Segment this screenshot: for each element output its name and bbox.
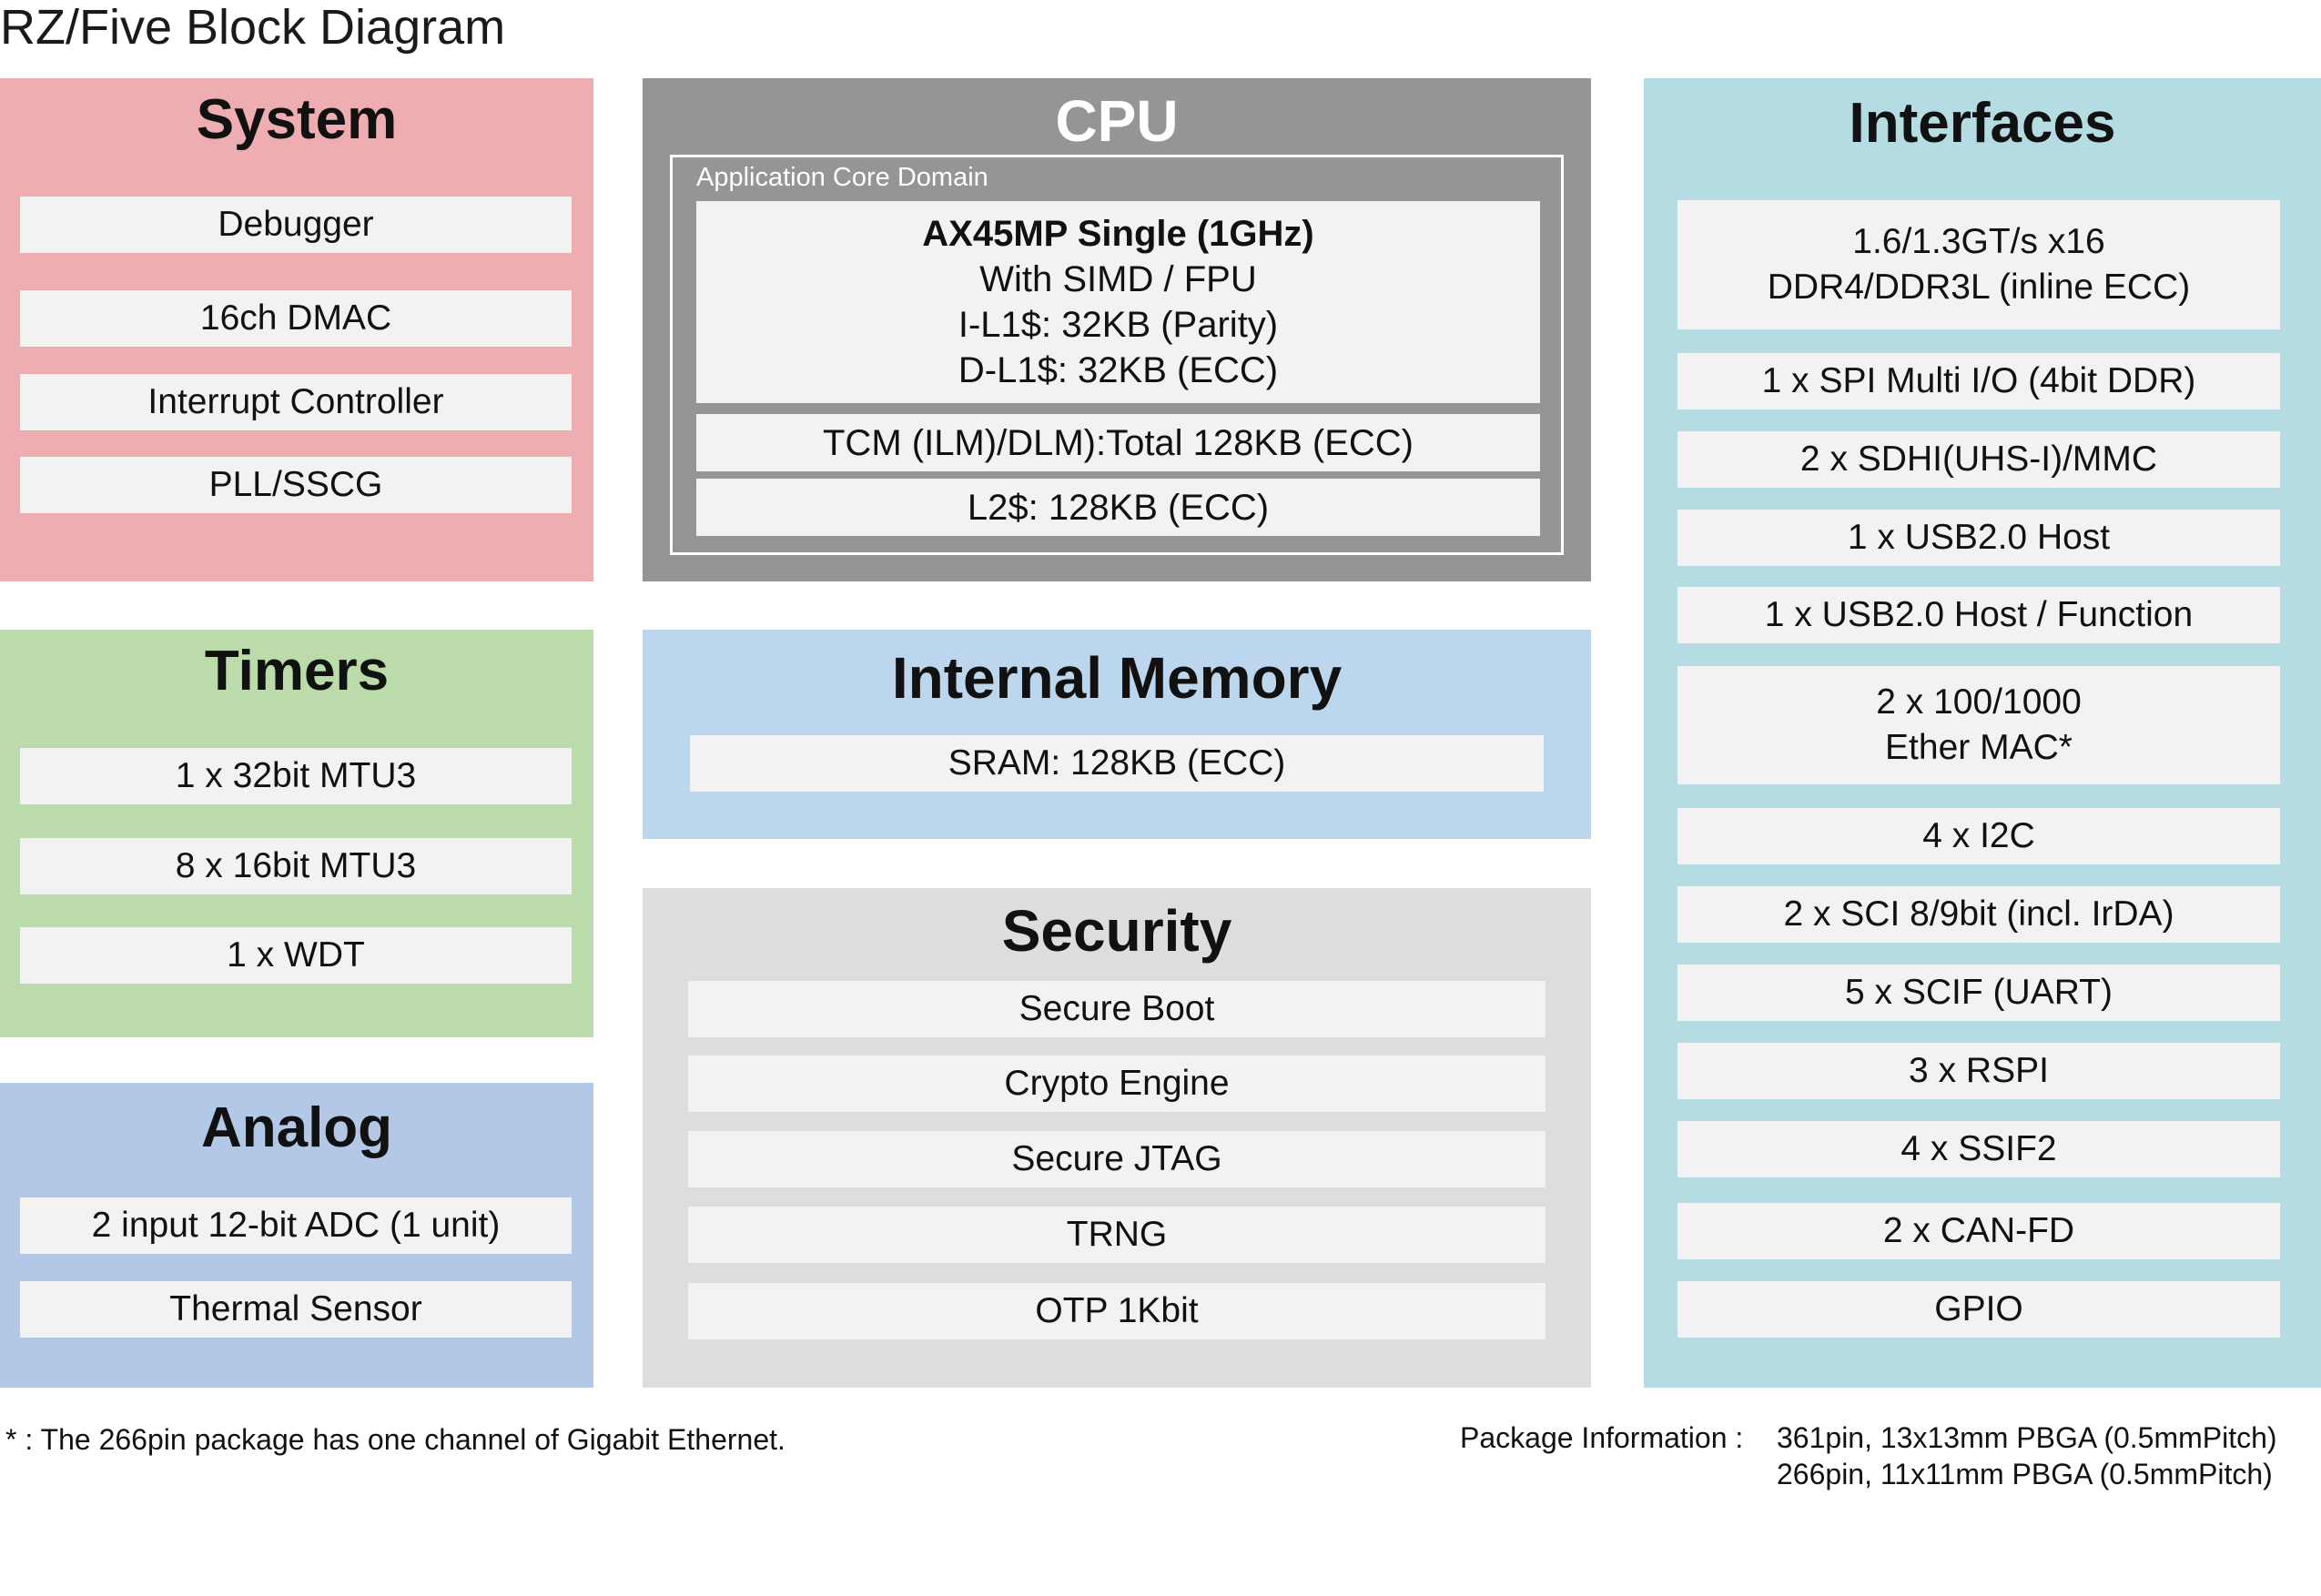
analog-title: Analog: [200, 1096, 393, 1159]
interface-item: 4 x I2C: [1677, 808, 2280, 864]
interface-item: 2 x 100/1000 Ether MAC*: [1677, 666, 2280, 784]
interface-item: 2 x CAN-FD: [1677, 1203, 2280, 1259]
application-core-domain: Application Core Domain AX45MP Single (1…: [670, 155, 1564, 555]
security-item: Crypto Engine: [688, 1056, 1546, 1112]
interface-line: 2 x 100/1000: [1876, 682, 2082, 722]
interface-item: 1 x USB2.0 Host / Function: [1677, 587, 2280, 643]
interface-line: GPIO: [1934, 1289, 2023, 1328]
interface-line: 1 x SPI Multi I/O (4bit DDR): [1761, 361, 2196, 400]
system-item: Interrupt Controller: [20, 374, 572, 430]
footnote: * : The 266pin package has one channel o…: [5, 1423, 785, 1456]
core-detail: D-L1$: 32KB (ECC): [958, 350, 1279, 390]
memory-item: SRAM: 128KB (ECC): [690, 735, 1544, 792]
interface-line: DDR4/DDR3L (inline ECC): [1767, 268, 2191, 307]
interface-line: 2 x CAN-FD: [1882, 1211, 2075, 1250]
system-item: Debugger: [20, 197, 572, 253]
core-box: AX45MP Single (1GHz) With SIMD / FPU I-L…: [696, 201, 1540, 403]
cpu-block: CPU Application Core Domain AX45MP Singl…: [643, 78, 1591, 581]
timers-title: Timers: [204, 640, 390, 702]
interface-line: 5 x SCIF (UART): [1845, 973, 2113, 1012]
system-item: 16ch DMAC: [20, 290, 572, 347]
package-info-line: 361pin, 13x13mm PBGA (0.5mmPitch): [1777, 1421, 2277, 1454]
interface-line: 1 x USB2.0 Host / Function: [1764, 595, 2194, 634]
package-info-label: Package Information :: [1460, 1421, 1744, 1454]
interface-line: 1.6/1.3GT/s x16: [1852, 222, 2105, 261]
interface-item: 1 x USB2.0 Host: [1677, 510, 2280, 566]
system-title: System: [196, 88, 398, 151]
page-title: RZ/Five Block Diagram: [0, 0, 506, 55]
security-item: Secure JTAG: [688, 1131, 1546, 1187]
analog-block: Analog 2 input 12-bit ADC (1 unit) Therm…: [0, 1083, 593, 1388]
system-block: System Debugger 16ch DMAC Interrupt Cont…: [0, 78, 593, 581]
interface-item: 1 x SPI Multi I/O (4bit DDR): [1677, 353, 2280, 409]
interface-item: GPIO: [1677, 1281, 2280, 1338]
interface-line: 4 x SSIF2: [1900, 1129, 2057, 1168]
security-block: Security Secure Boot Crypto Engine Secur…: [643, 888, 1591, 1388]
interface-item: 2 x SCI 8/9bit (incl. IrDA): [1677, 886, 2280, 943]
interfaces-title: Interfaces: [1849, 92, 2116, 155]
system-item: PLL/SSCG: [20, 457, 572, 513]
interface-line: 3 x RSPI: [1909, 1051, 2049, 1090]
timers-block: Timers 1 x 32bit MTU3 8 x 16bit MTU3 1 x…: [0, 630, 593, 1037]
interface-line: 2 x SCI 8/9bit (incl. IrDA): [1783, 894, 2174, 934]
interface-item: 4 x SSIF2: [1677, 1121, 2280, 1177]
security-item: Secure Boot: [688, 981, 1546, 1037]
interface-item: 1.6/1.3GT/s x16 DDR4/DDR3L (inline ECC): [1677, 200, 2280, 329]
internal-memory-title: Internal Memory: [891, 645, 1343, 711]
timers-item: 8 x 16bit MTU3: [20, 838, 572, 894]
interface-line: 4 x I2C: [1922, 816, 2035, 855]
core-name: AX45MP Single (1GHz): [922, 214, 1314, 254]
interface-line: 1 x USB2.0 Host: [1847, 518, 2111, 557]
interface-line: 2 x SDHI(UHS-I)/MMC: [1799, 439, 2158, 479]
domain-label: Application Core Domain: [696, 163, 988, 192]
analog-item: Thermal Sensor: [20, 1281, 572, 1338]
interfaces-block: Interfaces 1.6/1.3GT/s x16 DDR4/DDR3L (i…: [1644, 78, 2321, 1388]
interface-item: 3 x RSPI: [1677, 1043, 2280, 1099]
core-detail: I-L1$: 32KB (Parity): [958, 305, 1279, 345]
interface-line: Ether MAC*: [1885, 728, 2073, 767]
analog-item: 2 input 12-bit ADC (1 unit): [20, 1197, 572, 1254]
interface-item: 2 x SDHI(UHS-I)/MMC: [1677, 431, 2280, 488]
interface-item: 5 x SCIF (UART): [1677, 965, 2280, 1021]
security-item: OTP 1Kbit: [688, 1283, 1546, 1339]
cpu-item: L2$: 128KB (ECC): [696, 479, 1540, 536]
cpu-item: TCM (ILM)/DLM):Total 128KB (ECC): [696, 414, 1540, 471]
security-title: Security: [1001, 898, 1232, 964]
timers-item: 1 x WDT: [20, 927, 572, 984]
cpu-title: CPU: [1055, 88, 1179, 154]
core-detail: With SIMD / FPU: [979, 259, 1257, 299]
package-info-line: 266pin, 11x11mm PBGA (0.5mmPitch): [1777, 1458, 2273, 1490]
timers-item: 1 x 32bit MTU3: [20, 748, 572, 804]
internal-memory-block: Internal Memory SRAM: 128KB (ECC): [643, 630, 1591, 839]
security-item: TRNG: [688, 1207, 1546, 1263]
